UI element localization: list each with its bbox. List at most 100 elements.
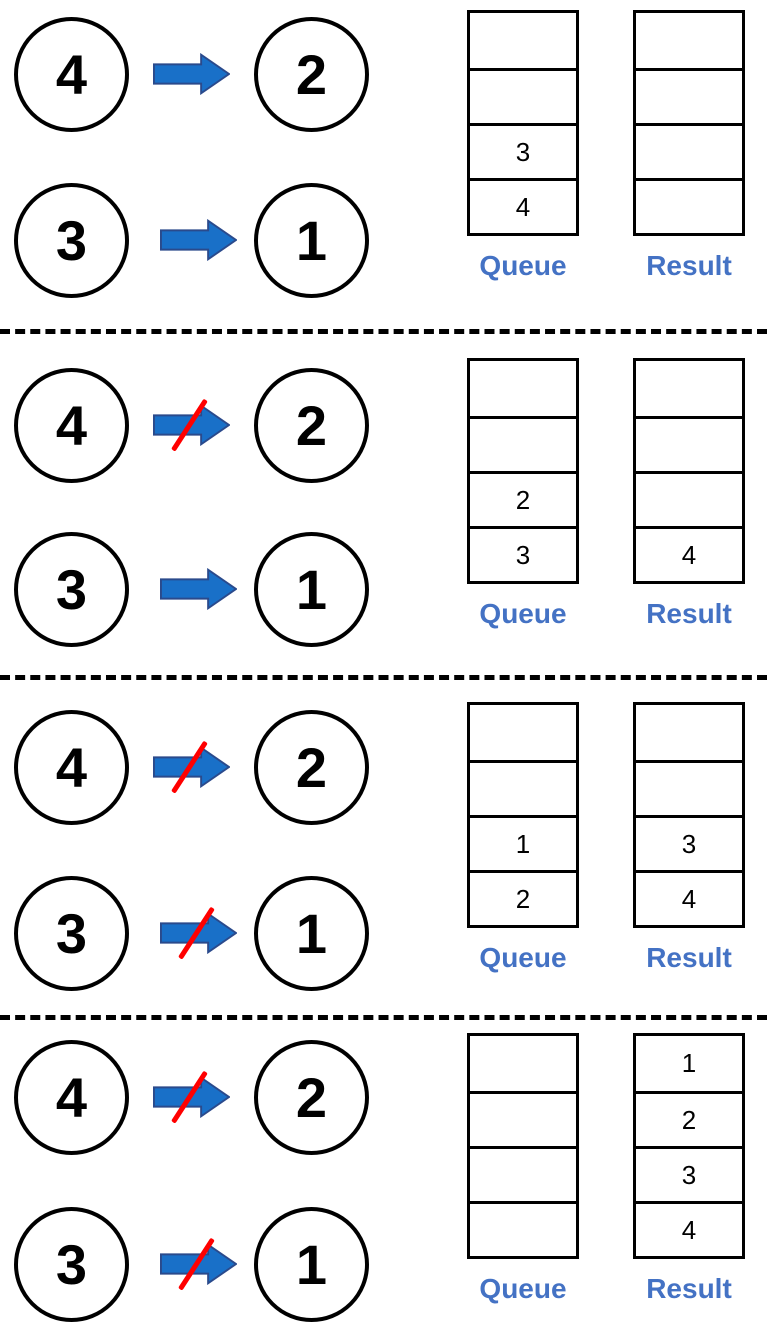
node-2: 2	[254, 368, 369, 483]
node-4: 4	[14, 17, 129, 132]
result-cell	[633, 416, 745, 474]
queue-label: Queue	[479, 598, 567, 629]
queue-cell: 2	[467, 471, 579, 529]
result-cell: 4	[633, 1201, 745, 1259]
node-3: 3	[14, 876, 129, 991]
node-value: 2	[295, 43, 328, 106]
result-label: Result	[646, 250, 732, 281]
node-value: 2	[295, 394, 328, 457]
edge-4-2: 4 2	[14, 710, 384, 825]
result-cell	[633, 68, 745, 126]
queue-table: 3 4	[467, 10, 579, 236]
node-value: 3	[55, 1233, 88, 1296]
node-1: 1	[254, 532, 369, 647]
result-cell	[633, 123, 745, 181]
queue-cell: 4	[467, 178, 579, 236]
arrow-right-icon	[153, 53, 230, 95]
node-4: 4	[14, 368, 129, 483]
node-value: 1	[295, 558, 328, 621]
node-value: 4	[55, 43, 88, 106]
queue-column: 3 4 Queue	[467, 10, 579, 282]
queue-cell	[467, 416, 579, 474]
result-column: 3 4 Result	[633, 702, 745, 974]
result-table: 1 2 3 4	[633, 1033, 745, 1259]
edge-3-1: 3 1	[14, 876, 384, 991]
result-cell	[633, 702, 745, 763]
result-cell: 2	[633, 1091, 745, 1149]
result-cell: 3	[633, 815, 745, 873]
queue-label: Queue	[479, 942, 567, 973]
node-2: 2	[254, 1040, 369, 1155]
queue-column: Queue	[467, 1033, 579, 1305]
step-3: 4 2 3 1 1 2 Queue 3 4 Result	[0, 675, 767, 1015]
arrow-right-icon	[160, 1237, 237, 1291]
result-cell: 4	[633, 870, 745, 928]
queue-cell	[467, 1091, 579, 1149]
queue-cell	[467, 10, 579, 71]
node-3: 3	[14, 183, 129, 298]
queue-table	[467, 1033, 579, 1259]
queue-cell	[467, 702, 579, 763]
node-2: 2	[254, 17, 369, 132]
arrow-right-icon	[160, 568, 237, 610]
result-table: 3 4	[633, 702, 745, 928]
result-table	[633, 10, 745, 236]
result-cell: 1	[633, 1033, 745, 1094]
node-2: 2	[254, 710, 369, 825]
edge-3-1: 3 1	[14, 532, 384, 647]
node-value: 1	[295, 209, 328, 272]
node-value: 3	[55, 209, 88, 272]
result-cell: 3	[633, 1146, 745, 1204]
step-1: 4 2 3 1 3 4 Queue Result	[0, 0, 767, 329]
node-1: 1	[254, 1207, 369, 1322]
result-column: 4 Result	[633, 358, 745, 630]
queue-cell	[467, 760, 579, 818]
node-value: 3	[55, 902, 88, 965]
queue-cell	[467, 1033, 579, 1094]
queue-column: 2 3 Queue	[467, 358, 579, 630]
node-value: 2	[295, 1066, 328, 1129]
node-value: 4	[55, 736, 88, 799]
node-3: 3	[14, 1207, 129, 1322]
result-label: Result	[646, 1273, 732, 1304]
node-value: 1	[295, 902, 328, 965]
queue-table: 1 2	[467, 702, 579, 928]
result-column: 1 2 3 4 Result	[633, 1033, 745, 1305]
step-2: 4 2 3 1 2 3 Queue 4 Result	[0, 329, 767, 675]
result-cell	[633, 471, 745, 529]
result-label: Result	[646, 598, 732, 629]
node-value: 3	[55, 558, 88, 621]
queue-column: 1 2 Queue	[467, 702, 579, 974]
arrow-right-icon	[153, 1070, 230, 1124]
node-1: 1	[254, 876, 369, 991]
node-value: 1	[295, 1233, 328, 1296]
node-value: 2	[295, 736, 328, 799]
queue-label: Queue	[479, 1273, 567, 1304]
edge-4-2: 4 2	[14, 368, 384, 483]
node-value: 4	[55, 394, 88, 457]
arrow-right-icon	[160, 906, 237, 960]
result-table: 4	[633, 358, 745, 584]
edge-4-2: 4 2	[14, 1040, 384, 1155]
result-column: Result	[633, 10, 745, 282]
queue-table: 2 3	[467, 358, 579, 584]
result-cell: 4	[633, 526, 745, 584]
edge-3-1: 3 1	[14, 183, 384, 298]
queue-cell	[467, 68, 579, 126]
arrow-right-icon	[153, 740, 230, 794]
arrow-right-icon	[160, 219, 237, 261]
arrow-right-icon	[153, 398, 230, 452]
node-4: 4	[14, 710, 129, 825]
node-value: 4	[55, 1066, 88, 1129]
edge-4-2: 4 2	[14, 17, 384, 132]
queue-cell	[467, 1146, 579, 1204]
queue-cell	[467, 1201, 579, 1259]
queue-cell: 3	[467, 526, 579, 584]
result-cell	[633, 760, 745, 818]
result-cell	[633, 178, 745, 236]
result-cell	[633, 10, 745, 71]
queue-cell	[467, 358, 579, 419]
edge-3-1: 3 1	[14, 1207, 384, 1322]
queue-cell: 3	[467, 123, 579, 181]
node-4: 4	[14, 1040, 129, 1155]
